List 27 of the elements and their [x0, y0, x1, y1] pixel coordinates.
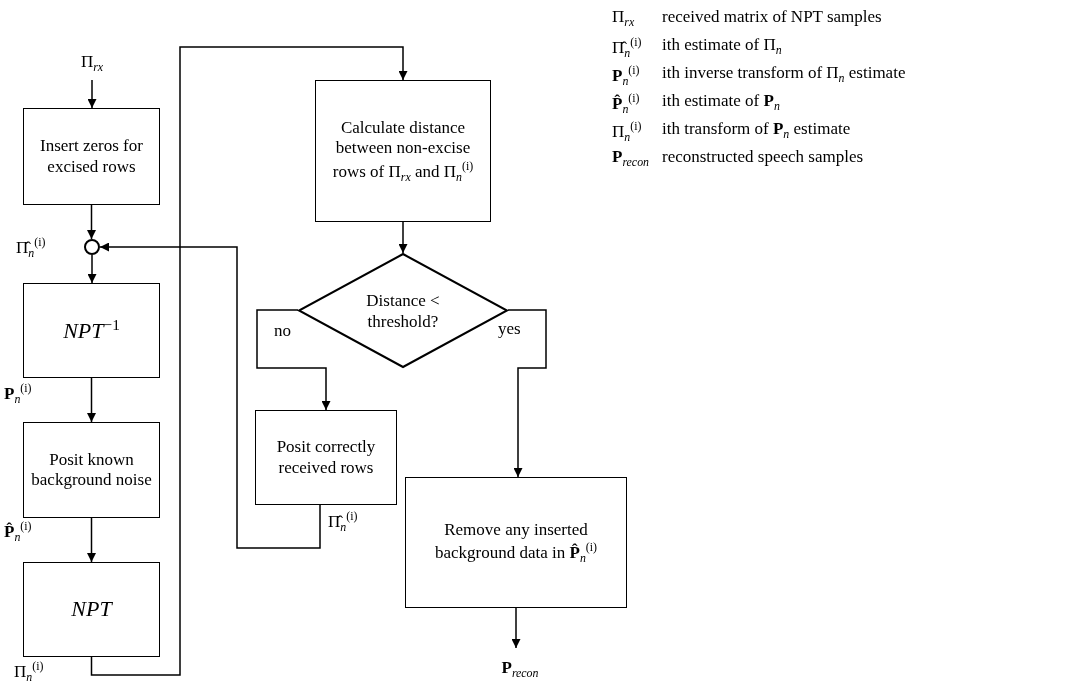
flow-arrow [256, 309, 331, 411]
process-box: NPT$^{−1}$ [23, 283, 160, 378]
symbol-description: ith transform of P$_{n}$ estimate [662, 120, 851, 142]
flow-arrow [87, 377, 96, 423]
flow-arrow [99, 242, 321, 549]
symbol-description: ith inverse transform of Π$_{n}$ estimate [662, 64, 906, 86]
process-box: NPT [23, 562, 160, 657]
flow-arrow [90, 46, 408, 676]
flow-arrow [87, 517, 96, 563]
process-box: Posit known background noise [23, 422, 160, 518]
flow-arrow [87, 204, 96, 240]
summing-junction [84, 239, 100, 255]
symbol-label: P$_{recon}$ [612, 148, 650, 170]
flow-arrow [87, 254, 97, 284]
symbol-description: received matrix of NPT samples [662, 8, 882, 27]
process-box: Insert zeros for excised rows [23, 108, 160, 205]
symbol-label: Π$_{rx}$ [612, 8, 635, 30]
symbol-label: Π$_{rx}$ [68, 46, 116, 80]
flow-arrow [507, 309, 547, 478]
symbol-description: reconstructed speech samples [662, 148, 864, 167]
flow-arrow [87, 79, 97, 109]
symbol-label: P$_{recon}$ [484, 648, 556, 690]
symbol-description: ith estimate of P$_{n}$ [662, 92, 780, 114]
symbol-description: ith estimate of Π$_{n}$ [662, 36, 782, 58]
flow-arrow [511, 607, 521, 649]
flow-arrow [398, 221, 408, 254]
process-box: Posit correctly received rows [255, 410, 397, 505]
